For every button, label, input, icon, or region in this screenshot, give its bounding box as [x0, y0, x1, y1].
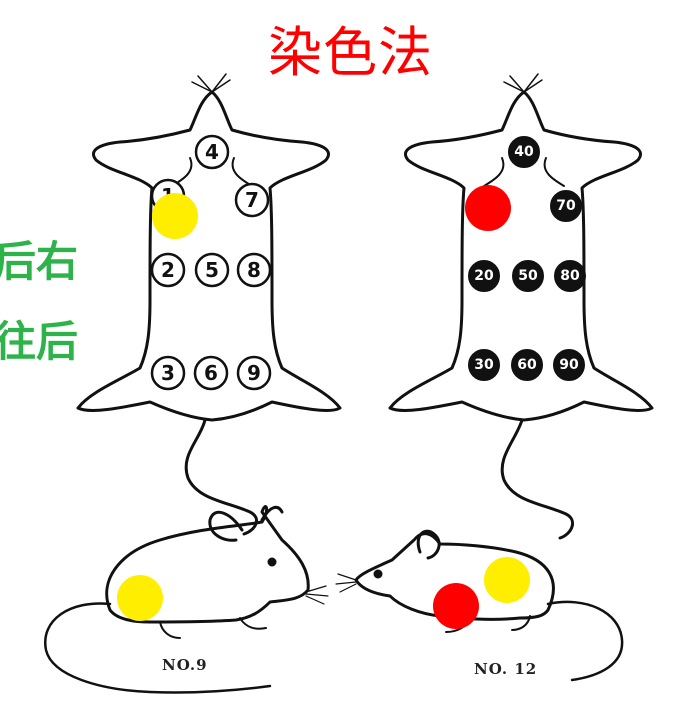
- left-num-4: 4: [205, 140, 219, 164]
- side-note-line1: 后右: [0, 237, 79, 286]
- right-num-20: 20: [474, 268, 494, 284]
- right-num-60: 60: [517, 357, 537, 373]
- right-num-50: 50: [518, 268, 538, 284]
- left-num-2: 2: [161, 258, 175, 282]
- yellow-marker-left-bottom: [117, 575, 163, 621]
- left-number-labels: 4 1 7 2 5 8 3 6 9: [161, 140, 261, 385]
- page-title: 染色法: [268, 21, 433, 84]
- red-marker-right-bottom: [433, 583, 479, 629]
- right-ventral-mouse: [388, 73, 654, 540]
- yellow-marker-left-top: [152, 193, 198, 239]
- right-num-90: 90: [559, 357, 579, 373]
- caption-left: NO.9: [162, 656, 208, 674]
- left-num-9: 9: [247, 361, 261, 385]
- stain-markers: [117, 185, 530, 629]
- caption-right: NO. 12: [474, 660, 538, 678]
- red-marker-right-top: [465, 185, 511, 231]
- right-num-80: 80: [560, 268, 580, 284]
- right-number-labels: 40 10 70 20 50 80 30 60 90: [474, 144, 580, 373]
- right-num-30: 30: [474, 357, 494, 373]
- left-num-6: 6: [204, 361, 218, 385]
- left-side-mouse: [43, 505, 329, 694]
- right-number-circles: [468, 136, 586, 381]
- right-num-40: 40: [514, 144, 534, 160]
- left-num-5: 5: [205, 258, 219, 282]
- side-note-line2: 往后: [0, 317, 79, 366]
- yellow-marker-right-bottom: [484, 557, 530, 603]
- right-side-mouse: [335, 529, 624, 682]
- right-num-70: 70: [556, 198, 576, 214]
- left-num-3: 3: [161, 361, 175, 385]
- left-num-8: 8: [247, 258, 261, 282]
- left-num-7: 7: [245, 188, 259, 212]
